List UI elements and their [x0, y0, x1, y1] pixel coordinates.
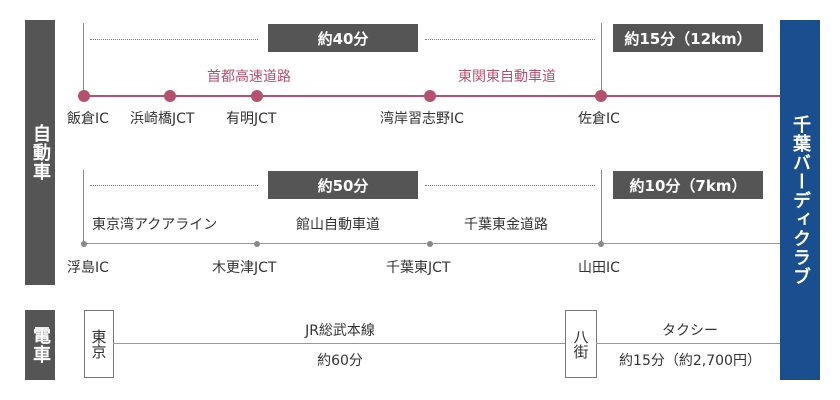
row1-stop-dot — [164, 90, 176, 102]
row2-route-3: 千葉東金道路 — [464, 217, 548, 233]
row2-stop-dot — [254, 241, 260, 247]
row1-last-time-badge: 約15分（12km） — [613, 24, 763, 52]
row2-stop-dot — [427, 241, 433, 247]
row2-mid-bracket — [601, 170, 602, 245]
row1-stop-dot — [595, 90, 607, 102]
train-line-1 — [113, 343, 565, 344]
car-section-label: 自動車 — [25, 20, 55, 285]
train-line-name: JR総武本線 — [305, 323, 375, 339]
row2-stop-label: 浮島IC — [67, 260, 109, 276]
row1-stop-label: 佐倉IC — [578, 111, 620, 127]
row2-stop-label: 山田IC — [578, 260, 620, 276]
row1-stop-dot — [251, 90, 263, 102]
row1-stop-label: 湾岸習志野IC — [380, 111, 464, 127]
row2-last-time-badge: 約10分（7km） — [613, 171, 763, 199]
row2-start-bracket — [83, 170, 84, 245]
row1-stop-label: 浜崎橋JCT — [130, 111, 195, 127]
row1-stop-dot — [424, 90, 436, 102]
row1-route-1: 首都高速道路 — [207, 69, 291, 85]
row1-time-badge: 約40分 — [268, 24, 418, 52]
row2-stop-label: 木更津JCT — [212, 260, 277, 276]
row1-stop-label: 飯倉IC — [67, 111, 109, 127]
start-station-box: 東京 — [84, 310, 114, 378]
row2-dotted-right — [425, 185, 595, 186]
row1-stop-dot — [78, 90, 90, 102]
row2-dotted-left — [90, 185, 258, 186]
row2-stop-dot — [598, 241, 604, 247]
row2-stop-dot — [81, 241, 87, 247]
row2-time-badge: 約50分 — [268, 171, 418, 199]
train-section-label: 電車 — [25, 310, 55, 380]
transfer-station-box: 八街 — [565, 310, 597, 378]
destination-label: 千葉バーディクラブ — [780, 20, 820, 380]
row1-dotted-left — [90, 39, 258, 40]
row1-dotted-right — [425, 39, 595, 40]
row2-stop-label: 千葉東JCT — [386, 260, 451, 276]
taxi-label: タクシー — [662, 323, 718, 339]
row1-start-bracket — [83, 23, 84, 95]
row1-stop-label: 有明JCT — [226, 111, 277, 127]
row1-mid-bracket — [601, 23, 602, 95]
row2-route-2: 館山自動車道 — [296, 217, 380, 233]
taxi-line — [596, 343, 780, 344]
row2-route-1: 東京湾アクアライン — [92, 217, 218, 233]
train-line-time: 約60分 — [317, 353, 363, 369]
taxi-time: 約15分（約2,700円） — [619, 353, 761, 369]
row1-route-2: 東関東自動車道 — [458, 69, 556, 85]
